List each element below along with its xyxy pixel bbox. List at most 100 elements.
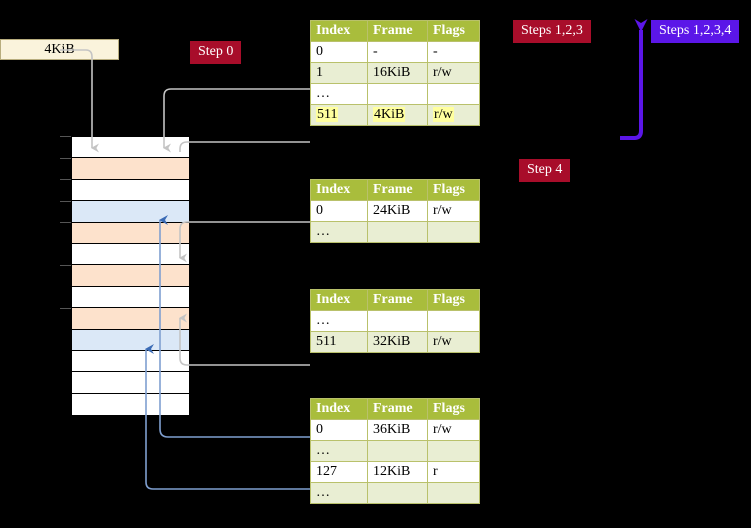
memory-tick: [60, 179, 71, 180]
table-cell: r/w: [427, 104, 480, 126]
memory-frame-row: [72, 308, 189, 330]
table-cell: [427, 440, 480, 462]
steps123-label: Steps 1,2,3: [521, 23, 583, 38]
table-cell: 0: [310, 200, 368, 222]
column-header-index: Index: [310, 289, 368, 311]
memory-tick: [60, 308, 71, 309]
step0-label: Step 0: [198, 44, 234, 59]
table-cell: …: [310, 83, 368, 105]
memory-frame-row: [72, 179, 189, 202]
connector-t2row0-to-memory: [179, 221, 310, 263]
table-row: 0--: [310, 41, 480, 63]
memory-frame-row: [72, 265, 189, 287]
step4-label: Step 4: [527, 162, 563, 177]
table-cell: 4KiB: [367, 104, 428, 126]
table-cell: 0: [310, 41, 368, 63]
table-cell: …: [310, 440, 368, 462]
connector-pagebox-to-memory: [60, 49, 99, 153]
table-row: …: [310, 83, 480, 105]
memory-frame-row: [72, 222, 189, 244]
table-row: 511 4KiB r/w: [310, 104, 480, 126]
column-header-frame: Frame: [367, 20, 428, 42]
table-row: …: [310, 310, 480, 332]
memory-tick: [60, 158, 71, 159]
table-cell: [367, 440, 428, 462]
memory-frame-row: [72, 372, 189, 394]
table-cell: 1: [310, 62, 368, 84]
memory-tick: [60, 222, 71, 223]
highlighted-value: 511: [316, 107, 339, 122]
page-size-box: 4KiB: [0, 39, 119, 60]
memory-tick: [60, 265, 71, 266]
connector-t1row511-to-memory: [179, 141, 310, 152]
memory-frame-row: [72, 350, 189, 373]
table-cell: [427, 221, 480, 243]
table-cell: 32KiB: [367, 331, 428, 353]
column-header-index: Index: [310, 20, 368, 42]
table-cell: [427, 83, 480, 105]
steps1234-badge: Steps 1,2,3,4: [651, 20, 740, 43]
table-cell: r/w: [427, 331, 480, 353]
memory-tick: [60, 136, 71, 137]
table-cell: r/w: [427, 62, 480, 84]
column-header-frame: Frame: [367, 289, 428, 311]
table-cell: …: [310, 310, 368, 332]
memory-frame-row: [72, 158, 189, 180]
table-cell: [367, 310, 428, 332]
table-row: …: [310, 482, 480, 504]
highlighted-value: r/w: [433, 107, 454, 122]
memory-frame-row: [72, 201, 189, 223]
column-header-flags: Flags: [427, 20, 480, 42]
step0-badge: Step 0: [190, 41, 242, 64]
memory-frame-row: [72, 137, 189, 159]
memory-frame-row: [72, 286, 189, 309]
table-cell: 0: [310, 419, 368, 441]
table-cell: …: [310, 482, 368, 504]
table-cell: 16KiB: [367, 62, 428, 84]
table-cell: 24KiB: [367, 200, 428, 222]
table-cell: [367, 83, 428, 105]
connector-t3row511-to-memory: [179, 313, 310, 366]
table-cell: 127: [310, 461, 368, 483]
page-size-label: 4KiB: [44, 41, 75, 57]
table-cell: [427, 310, 480, 332]
column-header-index: Index: [310, 179, 368, 201]
column-header-frame: Frame: [367, 398, 428, 420]
table-row: …: [310, 221, 480, 243]
memory-frame-row: [72, 329, 189, 351]
table-row: …: [310, 440, 480, 462]
table-cell: r: [427, 461, 480, 483]
column-header-flags: Flags: [427, 179, 480, 201]
table-cell: 511: [310, 331, 368, 353]
steps1234-label: Steps 1,2,3,4: [659, 23, 732, 38]
highlighted-value: 4KiB: [373, 107, 406, 122]
table-cell: r/w: [427, 200, 480, 222]
column-header-flags: Flags: [427, 289, 480, 311]
table-cell: r/w: [427, 419, 480, 441]
step4-badge: Step 4: [519, 159, 571, 182]
table-cell: 12KiB: [367, 461, 428, 483]
table-cell: [367, 482, 428, 504]
table-cell: -: [427, 41, 480, 63]
memory-tick: [60, 201, 71, 202]
table-cell: [427, 482, 480, 504]
table-cell: 511: [310, 104, 368, 126]
steps1234-bracket-arrow: [620, 19, 648, 140]
column-header-flags: Flags: [427, 398, 480, 420]
table-cell: 36KiB: [367, 419, 428, 441]
memory-frame-row: [72, 243, 189, 266]
table-cell: …: [310, 221, 368, 243]
